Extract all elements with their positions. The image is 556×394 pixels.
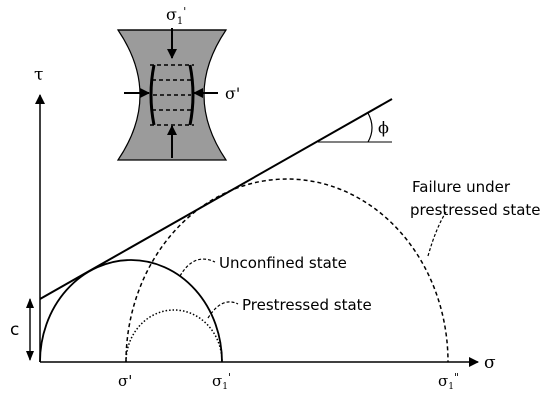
failure-label-line1: Failure under [412,178,511,196]
unconfined-circle [39,259,223,363]
tick-sigma1-prime: σ1' [212,371,231,392]
friction-angle-label: ϕ [378,118,389,137]
cohesion-label: c [10,320,19,340]
tick-sigma1-prime-subscript: 1 [222,382,228,392]
prestressed-leader [207,301,239,319]
prestressed-circle [125,309,223,363]
specimen-body [116,29,228,161]
specimen-left-face [149,64,156,126]
specimen-sigma1-prime: ' [183,5,186,18]
cohesion-top-arrow-icon [26,298,34,308]
specimen-illustration: σ1' σ' [116,5,240,161]
cohesion-bottom-arrow-icon [26,351,34,361]
tick-sigma1-dprime-mark: " [454,371,459,384]
failure-envelope [39,98,393,300]
failure-label-line2: prestressed state [410,201,541,219]
specimen-sigma1-label: σ1' [166,5,186,27]
failure-leader [427,211,447,257]
specimen-sigma3-label: σ' [225,84,240,103]
tick-sigma1-dprime: σ1" [438,371,459,392]
prestressed-label: Prestressed state [242,296,372,314]
specimen-sigma1-subscript: 1 [177,16,183,27]
tick-sigma3: σ' [118,372,132,390]
unconfined-label: Unconfined state [219,254,347,272]
friction-angle-arc [367,112,373,143]
tau-axis-label: τ [34,65,43,85]
tick-sigma1-prime-mark: ' [228,371,231,384]
sigma-axis-label: σ [484,353,496,373]
unconfined-leader [179,258,216,277]
failure-prestressed-circle [125,178,449,363]
tick-sigma1-dprime-subscript: 1 [448,382,454,392]
